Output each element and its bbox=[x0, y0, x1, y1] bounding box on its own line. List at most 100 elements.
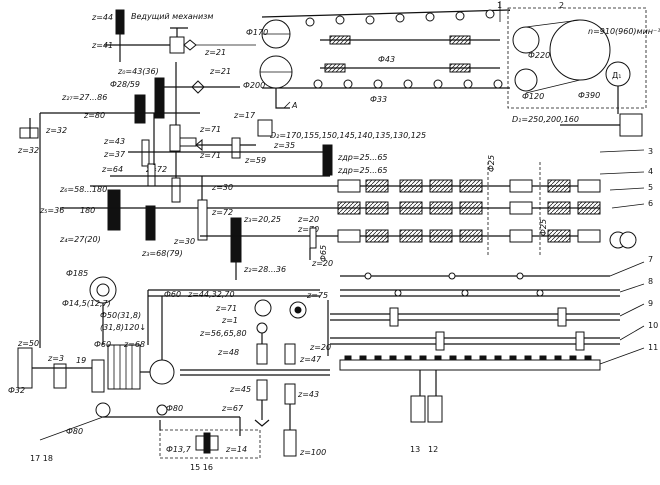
label-z100: z=100 bbox=[299, 448, 326, 457]
gear-zdr1 bbox=[322, 144, 333, 176]
label-phi80a: Ф80 bbox=[66, 427, 83, 436]
label-z45: z=45 bbox=[229, 385, 251, 394]
drive-housing bbox=[507, 7, 647, 109]
label-z17: z=17 bbox=[233, 111, 256, 120]
label-phi33: Ф33 bbox=[370, 95, 387, 104]
label-phi120: Ф120 bbox=[522, 92, 544, 101]
lower-mechanism: Ф185 Ф14,5(12,7) Ф50(31,8) (31,8)120↓ Ф6… bbox=[8, 269, 331, 472]
label-z75: z=75 bbox=[306, 291, 328, 300]
callout-1: 1 bbox=[497, 1, 502, 10]
label-z71b: z=71 bbox=[199, 151, 221, 160]
top-conveyor: Ф170 Ф200 Ф43 Ф33 А bbox=[243, 9, 511, 110]
label-z30a: z=30 bbox=[211, 183, 233, 192]
label-phi220: Ф220 bbox=[528, 51, 550, 60]
callout-13: 13 bbox=[410, 445, 420, 454]
callout-3: 3 bbox=[648, 147, 653, 156]
label-n19: 19 bbox=[76, 356, 86, 365]
upper-chain-rollers bbox=[305, 9, 495, 27]
label-z64: z=64 bbox=[101, 165, 123, 174]
roll-row-3 bbox=[337, 229, 601, 243]
label-z3-68: z₃=68(79) bbox=[141, 249, 183, 258]
motor-box-lower bbox=[619, 113, 643, 137]
label-z41: z=41 bbox=[91, 41, 113, 50]
label-headstock-feed: Ведущий механизм bbox=[131, 12, 213, 21]
label-z4-27: z₄=27(20) bbox=[59, 235, 101, 244]
label-d-series2: D₂=170,155,150,145,140,135,130,125 bbox=[270, 131, 426, 140]
motor-drive: Д₁ Ф220 Ф120 Ф390 n=910(960)мин⁻¹ D₁=250… bbox=[270, 1, 660, 140]
label-z1: z=1 bbox=[221, 316, 238, 325]
left-drive-shaft: z=32 z=32 bbox=[17, 113, 67, 335]
lower-chain-rollers bbox=[313, 79, 503, 89]
label-z59: z=59 bbox=[244, 156, 266, 165]
feed-plate-1 bbox=[329, 35, 351, 45]
label-motor: Д₁ bbox=[612, 71, 621, 80]
label-z20a: z=20 bbox=[297, 215, 319, 224]
label-z48: z=48 bbox=[217, 348, 239, 357]
label-phi170: Ф170 bbox=[246, 28, 268, 37]
label-z20-25: z₃=20,25 bbox=[243, 215, 281, 224]
gear-z71-hub bbox=[179, 137, 197, 147]
label-zd43: z₀=43(36) bbox=[117, 67, 159, 76]
gear-z44-block bbox=[115, 9, 125, 35]
label-z70: z=70 bbox=[297, 225, 319, 234]
feed-plate-4 bbox=[449, 63, 471, 73]
pulley-phi120 bbox=[514, 68, 538, 92]
label-z72: z=72 bbox=[145, 165, 167, 174]
roll-row-1 bbox=[337, 179, 601, 193]
feed-gearbox: z=17 z=35 z=71 z=71 z=59 z=43 z=37 zдр=2… bbox=[39, 111, 600, 274]
gear-z43 bbox=[141, 139, 150, 167]
callout-A: А bbox=[291, 101, 297, 110]
label-phi390: Ф390 bbox=[578, 91, 600, 100]
callout-10: 10 bbox=[648, 321, 658, 330]
label-z28-36: z₂=28...36 bbox=[243, 265, 286, 274]
label-z30b: z=30 bbox=[173, 237, 195, 246]
bevel-gear-z17 bbox=[257, 119, 273, 137]
label-z47: z=47 bbox=[299, 355, 322, 364]
label-n-motor: n=910(960)мин⁻¹ bbox=[588, 27, 660, 36]
label-phi200: Ф200 bbox=[243, 81, 265, 90]
label-z71a: z=71 bbox=[199, 125, 221, 134]
toothed-rack bbox=[339, 359, 601, 371]
motor-z50 bbox=[17, 347, 33, 389]
label-z27-86: z₂₇=27...86 bbox=[61, 93, 107, 102]
label-z20b: z=20 bbox=[311, 259, 333, 268]
label-z20c: z=20 bbox=[309, 343, 331, 352]
callout-5: 5 bbox=[648, 183, 653, 192]
label-zdr1: zдр=25...65 bbox=[337, 153, 388, 162]
callout-7: 7 bbox=[648, 255, 653, 264]
gear-block-z4 bbox=[145, 205, 156, 241]
label-phi185: Ф185 bbox=[66, 269, 88, 278]
feed-plate-2 bbox=[449, 35, 471, 45]
label-phi31: (31,8)120↓ bbox=[100, 323, 146, 332]
label-z32b: z=32 bbox=[17, 146, 39, 155]
label-n15-16: 15 16 bbox=[190, 463, 213, 472]
label-phi43: Ф43 bbox=[378, 55, 395, 64]
clutch-group bbox=[159, 429, 261, 459]
callout-12: 12 bbox=[428, 445, 438, 454]
label-n17-18: 17 18 bbox=[30, 454, 53, 463]
label-z37: z=37 bbox=[103, 150, 126, 159]
label-z14: z=14 bbox=[225, 445, 247, 454]
gearbox-z68 bbox=[107, 344, 141, 390]
label-z72-b: z=72 bbox=[211, 208, 233, 217]
bevel-gear-z21a bbox=[183, 39, 197, 51]
label-z5-36: z₅=36 bbox=[39, 206, 64, 215]
label-phi25b: Ф25 bbox=[539, 219, 548, 236]
label-phi14-5: Ф14,5(12,7) bbox=[62, 299, 111, 308]
gear-block-z2 bbox=[230, 217, 242, 263]
callout-2: 2 bbox=[559, 1, 564, 10]
connecting-shafts bbox=[102, 62, 311, 360]
label-z32a: z=32 bbox=[45, 126, 67, 135]
label-z71c: z=71 bbox=[215, 304, 237, 313]
callout-4: 4 bbox=[648, 167, 653, 176]
label-z21b: z=21 bbox=[209, 67, 231, 76]
carriage-rails: 13 12 7 8 9 10 11 bbox=[327, 255, 658, 454]
label-phi60a: Ф60 bbox=[164, 290, 181, 299]
label-d-series1: D₁=250,200,160 bbox=[512, 115, 579, 124]
gear-block-zd bbox=[154, 77, 165, 119]
pulley-phi220 bbox=[512, 26, 540, 54]
feed-plate-3 bbox=[324, 63, 346, 73]
label-z43b: z=43 bbox=[297, 390, 319, 399]
label-phi65: Ф65 bbox=[319, 245, 328, 262]
label-z44-32: z=44,32,70 bbox=[187, 290, 235, 299]
